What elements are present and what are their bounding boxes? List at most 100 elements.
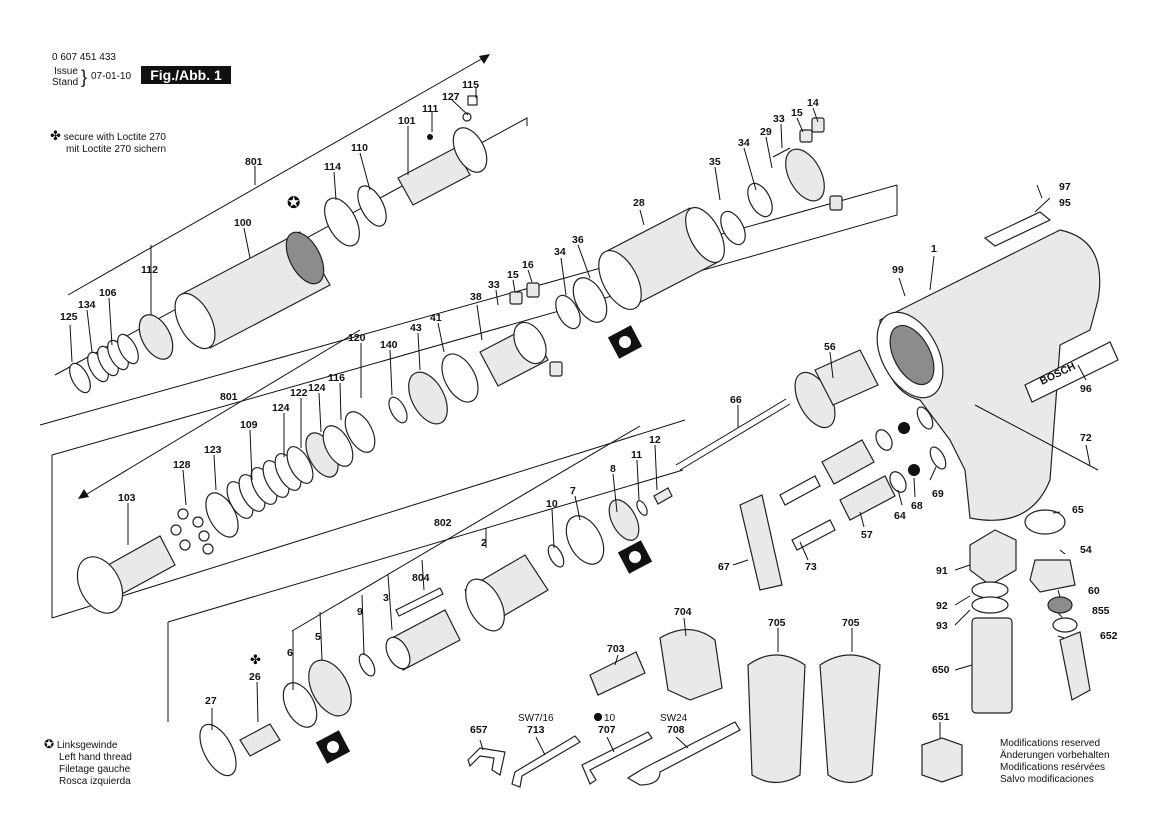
- spring-106: [87, 333, 139, 383]
- label-96: 96: [1080, 383, 1092, 395]
- row3-parts: [199, 487, 673, 777]
- label-106: 106: [99, 287, 117, 299]
- label-64: 64: [894, 510, 906, 522]
- mod-en: Modifications reserved: [1000, 738, 1101, 749]
- label-15-top: 15: [791, 107, 803, 119]
- label-33-top: 33: [773, 113, 785, 125]
- label-657: 657: [470, 724, 488, 736]
- label-652: 652: [1100, 630, 1118, 642]
- label-115: 115: [462, 79, 479, 91]
- label-95: 95: [1059, 197, 1071, 209]
- label-704: 704: [674, 606, 692, 618]
- loctite-note-de: mit Loctite 270 sichern: [66, 144, 167, 155]
- label-124b: 124: [272, 402, 290, 414]
- label-122: 122: [290, 387, 308, 399]
- lh-thread-legend: ✪ Linksgewinde Left hand thread Filetage…: [44, 738, 132, 788]
- part-labels: 115 127 111 101 110 114 801 100 112 106 …: [60, 79, 1118, 736]
- label-802: 802: [434, 517, 452, 529]
- label-140: 140: [380, 339, 398, 351]
- dot-icon: [594, 713, 602, 721]
- label-9: 9: [357, 606, 363, 618]
- label-801-top: 801: [245, 156, 263, 168]
- lh-thread-es: Rosca izquierda: [59, 776, 131, 787]
- label-112: 112: [141, 264, 158, 276]
- label-56: 56: [824, 341, 836, 353]
- housing: BOSCH: [675, 211, 1119, 521]
- inlet-parts: [921, 509, 1091, 783]
- label-2: 2: [481, 537, 487, 549]
- label-12: 12: [649, 434, 661, 446]
- row2-parts: [76, 353, 479, 614]
- label-109: 109: [240, 419, 258, 431]
- mod-de: Änderungen vorbehalten: [1000, 750, 1110, 761]
- lh-thread-en: Left hand thread: [59, 752, 132, 763]
- label-36: 36: [572, 234, 584, 246]
- stand-label: Stand: [52, 77, 79, 88]
- accessories: [467, 628, 881, 788]
- label-33-mid: 33: [488, 279, 500, 291]
- label-34-mid: 34: [554, 246, 566, 258]
- label-69: 69: [932, 488, 944, 500]
- label-128: 128: [173, 459, 191, 471]
- modifications-note: Modifications reserved Änderungen vorbeh…: [1000, 738, 1110, 786]
- label-123: 123: [204, 444, 222, 456]
- label-14: 14: [807, 97, 819, 109]
- label-6: 6: [287, 647, 293, 659]
- label-124a: 124: [308, 382, 326, 394]
- leader-lines: [69, 88, 1091, 756]
- label-855: 855: [1092, 605, 1110, 617]
- label-41: 41: [430, 312, 442, 324]
- label-16: 16: [522, 259, 534, 271]
- lh-thread-marker-icon: ✪: [287, 193, 300, 212]
- label-sw7-16: SW7/16: [518, 713, 554, 724]
- valve-parts: [739, 406, 947, 591]
- label-703: 703: [607, 643, 625, 655]
- label-91: 91: [936, 565, 948, 577]
- label-57: 57: [861, 529, 873, 541]
- label-99: 99: [892, 264, 904, 276]
- row1-parts: [69, 95, 488, 394]
- loctite-note: ✤ secure with Loctite 270 mit Loctite 27…: [50, 128, 167, 156]
- label-65: 65: [1072, 504, 1084, 516]
- label-sw24: SW24: [660, 713, 688, 724]
- brace-glyph: }: [81, 67, 88, 87]
- label-26: 26: [249, 671, 261, 683]
- label-27: 27: [205, 695, 217, 707]
- press-fit-stamps: [315, 325, 653, 764]
- label-110: 110: [351, 142, 368, 154]
- label-92: 92: [936, 600, 948, 612]
- issue-date: 07-01-10: [91, 71, 132, 82]
- label-68: 68: [911, 500, 923, 512]
- label-101: 101: [398, 115, 416, 127]
- label-801-mid: 801: [220, 391, 238, 403]
- label-72: 72: [1080, 432, 1092, 444]
- label-35: 35: [709, 156, 721, 168]
- label-28: 28: [633, 197, 645, 209]
- label-5: 5: [315, 631, 321, 643]
- label-116: 116: [328, 372, 345, 384]
- label-66: 66: [730, 394, 742, 406]
- label-67: 67: [718, 561, 730, 573]
- mod-fr: Modifications resérvées: [1000, 762, 1106, 773]
- label-804: 804: [412, 572, 430, 584]
- loctite-marker-icon: ✤: [250, 653, 261, 668]
- planetary-upper: [479, 117, 843, 387]
- label-650: 650: [932, 664, 950, 676]
- label-34-top: 34: [738, 137, 750, 149]
- figure-label: Fig./Abb. 1: [141, 66, 231, 84]
- mod-es: Salvo modificaciones: [1000, 774, 1094, 785]
- label-60: 60: [1088, 585, 1100, 597]
- label-125: 125: [60, 311, 78, 323]
- lh-thread-de: Linksgewinde: [56, 740, 118, 751]
- label-713: 713: [527, 724, 545, 736]
- label-120: 120: [348, 332, 366, 344]
- label-127: 127: [442, 91, 460, 103]
- lh-thread-icon: ✪: [44, 737, 55, 751]
- label-10: 10: [546, 498, 558, 510]
- clover-icon: ✤: [50, 128, 61, 143]
- label-8: 8: [610, 463, 616, 475]
- label-651: 651: [932, 711, 950, 723]
- label-29: 29: [760, 126, 772, 138]
